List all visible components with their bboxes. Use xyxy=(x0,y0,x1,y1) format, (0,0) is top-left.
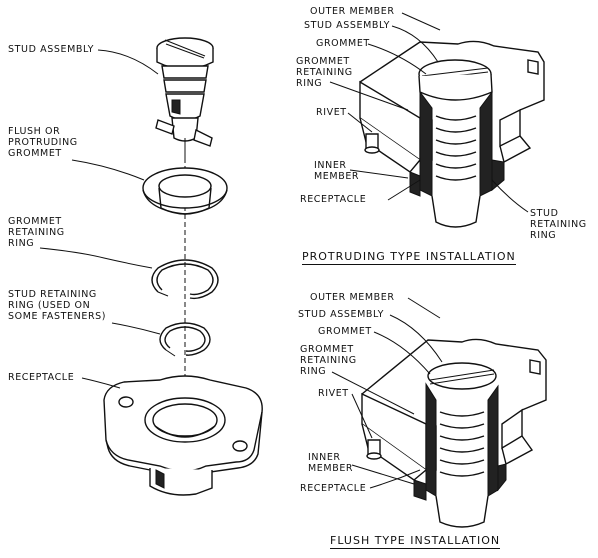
label-stud-assembly: STUD ASSEMBLY xyxy=(304,20,391,31)
flush-leaders xyxy=(331,297,443,489)
label-outer-member: OUTER MEMBER xyxy=(310,292,395,303)
label-grommet-ring: GROMMET RETAINING RING xyxy=(296,56,353,89)
caption-flush: FLUSH TYPE INSTALLATION xyxy=(330,534,501,549)
label-receptacle: RECEPTACLE xyxy=(300,483,367,494)
exploded-view xyxy=(103,37,263,496)
flush-section xyxy=(361,338,547,528)
label-stud-ring: STUD RETAINING RING (USED ON SOME FASTEN… xyxy=(8,289,107,322)
grommet-ring-part xyxy=(151,259,219,300)
caption-protruding: PROTRUDING TYPE INSTALLATION xyxy=(302,250,516,265)
label-stud-assembly: STUD ASSEMBLY xyxy=(8,44,95,55)
label-grommet: GROMMET xyxy=(316,38,370,49)
label-receptacle: RECEPTACLE xyxy=(300,194,367,205)
label-rivet: RIVET xyxy=(316,107,347,118)
label-grommet: GROMMET xyxy=(318,326,372,337)
protruding-leaders xyxy=(329,12,529,213)
grommet-part xyxy=(142,167,228,215)
label-stud-ring: STUD RETAINING RING xyxy=(530,208,587,241)
stud-assembly-part xyxy=(155,37,214,160)
label-grommet-ring: GROMMET RETAINING RING xyxy=(8,216,65,249)
label-flush-grommet: FLUSH OR PROTRUDING GROMMET xyxy=(8,126,78,159)
label-rivet: RIVET xyxy=(318,388,349,399)
label-stud-assembly: STUD ASSEMBLY xyxy=(298,309,385,320)
label-grommet-ring: GROMMET RETAINING RING xyxy=(300,344,357,377)
label-receptacle: RECEPTACLE xyxy=(8,372,75,383)
receptacle-part xyxy=(103,375,263,496)
stud-ring-part xyxy=(159,322,211,357)
exploded-leaders xyxy=(39,49,161,389)
label-outer-member: OUTER MEMBER xyxy=(310,6,395,17)
label-inner-member: INNER MEMBER xyxy=(308,452,354,474)
label-inner-member: INNER MEMBER xyxy=(314,160,360,182)
protruding-section xyxy=(359,40,545,228)
